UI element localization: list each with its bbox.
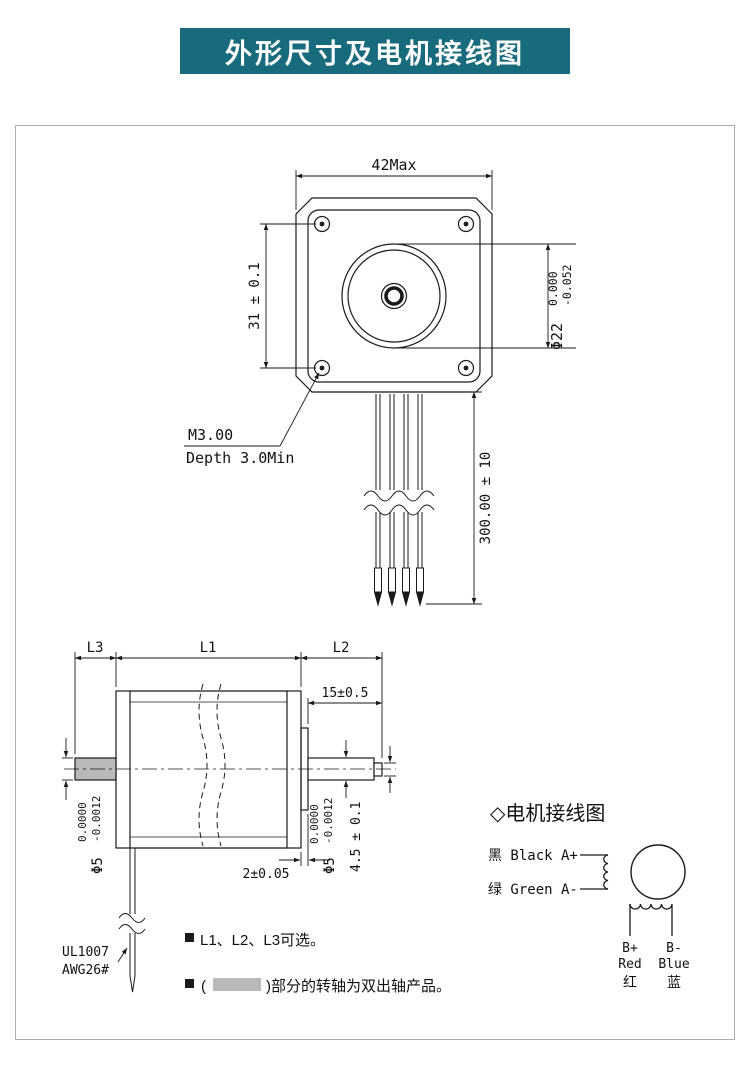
dim-l3-label: L3 — [87, 640, 104, 656]
body-break-line — [216, 683, 226, 847]
shaft-step — [373, 762, 383, 777]
dim-l1-label: L1 — [200, 640, 217, 656]
thread-label-2: Depth 3.0Min — [186, 449, 294, 467]
left-shaft-tol-lower: -0.0012 — [90, 796, 103, 842]
b-pos-color-cn: 红 — [623, 974, 637, 990]
thread-leader — [279, 372, 320, 447]
end-cap-right — [286, 690, 302, 849]
shaft-circle — [380, 282, 408, 310]
lead-wires — [363, 394, 435, 607]
lead-length-label: 300.00 ± 10 — [478, 452, 494, 545]
motor-outline — [295, 197, 493, 393]
wire-break-mark — [363, 504, 435, 516]
wire-break-mark — [118, 924, 146, 934]
page-title-banner: 外形尺寸及电机接线图 — [180, 28, 570, 74]
drawing-box: 42Max 31 ± 0.1 Φ22 0.000 -0.052 M3.00 De… — [15, 125, 735, 1040]
coil-a — [603, 854, 609, 890]
left-shaft-tol-upper: 0.0000 — [76, 802, 89, 842]
wiring-title: ◇电机接线图 — [490, 802, 605, 825]
side-view-dimensions — [62, 652, 396, 963]
shaft-ring — [384, 286, 404, 306]
pilot-tol-upper: 0.000 — [546, 271, 560, 306]
wiring-diagram: ◇电机接线图 黑 Black A+ 绿 Green A- B+ Red 红 B-… — [488, 802, 690, 990]
left-shaft-dia-label: Φ5 — [90, 857, 106, 874]
b-neg-color-en: Blue — [658, 957, 689, 972]
b-neg-label: B- — [666, 941, 682, 956]
b-pos-label: B+ — [622, 941, 638, 956]
technical-drawing: 42Max 31 ± 0.1 Φ22 0.000 -0.052 M3.00 De… — [62, 156, 690, 995]
right-shaft-tol-lower: -0.0012 — [322, 798, 335, 844]
dim-shaft-protrusion-label: 15±0.5 — [322, 686, 369, 701]
thread-label-1: M3.00 — [188, 426, 233, 444]
dim-shaft-step-label: 4.5 ± 0.1 — [349, 802, 364, 872]
pilot-dia-label: Φ22 — [548, 323, 566, 350]
b-pos-color-en: Red — [618, 957, 641, 972]
page-title: 外形尺寸及电机接线图 — [225, 38, 525, 69]
note1-text: L1、L2、L3可选。 — [200, 932, 325, 949]
note2-rest: )部分的转轴为双出轴产品。 — [266, 978, 451, 995]
dim-width-label: 42Max — [371, 156, 416, 174]
dim-l2-label: L2 — [333, 640, 350, 656]
front-view — [295, 197, 493, 393]
right-shaft-tol-upper: 0.0000 — [308, 804, 321, 844]
pilot-circle-outer — [341, 243, 447, 349]
connector-pins — [373, 567, 425, 607]
pilot-tol-lower: -0.052 — [560, 264, 574, 306]
optional-shaft-swatch — [213, 978, 261, 991]
phase-a-pos-label: 黑 Black A+ — [488, 848, 578, 864]
motor-body-circle — [630, 844, 686, 900]
wire-label-1: UL1007 — [62, 945, 109, 960]
pilot-circle-inner — [347, 249, 441, 343]
note2-open: ( — [201, 978, 206, 995]
motor-face-plate — [307, 209, 481, 383]
body-break-line — [198, 683, 208, 847]
wire-break-mark — [363, 490, 435, 502]
wire-tip — [129, 975, 136, 993]
coil-b — [629, 903, 673, 910]
dim-hole-spacing-label: 31 ± 0.1 — [247, 262, 263, 329]
notes: L1、L2、L3可选。 ( )部分的转轴为双出轴产品。 — [185, 932, 451, 995]
wire-break-mark — [118, 913, 146, 923]
wire-label-2: AWG26# — [62, 963, 109, 978]
note-bullet — [185, 979, 194, 988]
wire-label-leader — [117, 947, 128, 963]
end-cap-left — [115, 690, 131, 849]
side-view — [64, 683, 396, 849]
b-neg-color-cn: 蓝 — [667, 974, 681, 990]
side-wire — [118, 848, 146, 993]
phase-a-neg-label: 绿 Green A- — [488, 882, 578, 898]
dim-boss-label: 2±0.05 — [243, 867, 290, 882]
note-bullet — [185, 933, 194, 942]
front-view-dimensions — [184, 170, 576, 605]
wire — [375, 394, 423, 568]
right-shaft-dia-label: Φ5 — [322, 857, 338, 874]
mounting-hole — [313, 215, 475, 377]
